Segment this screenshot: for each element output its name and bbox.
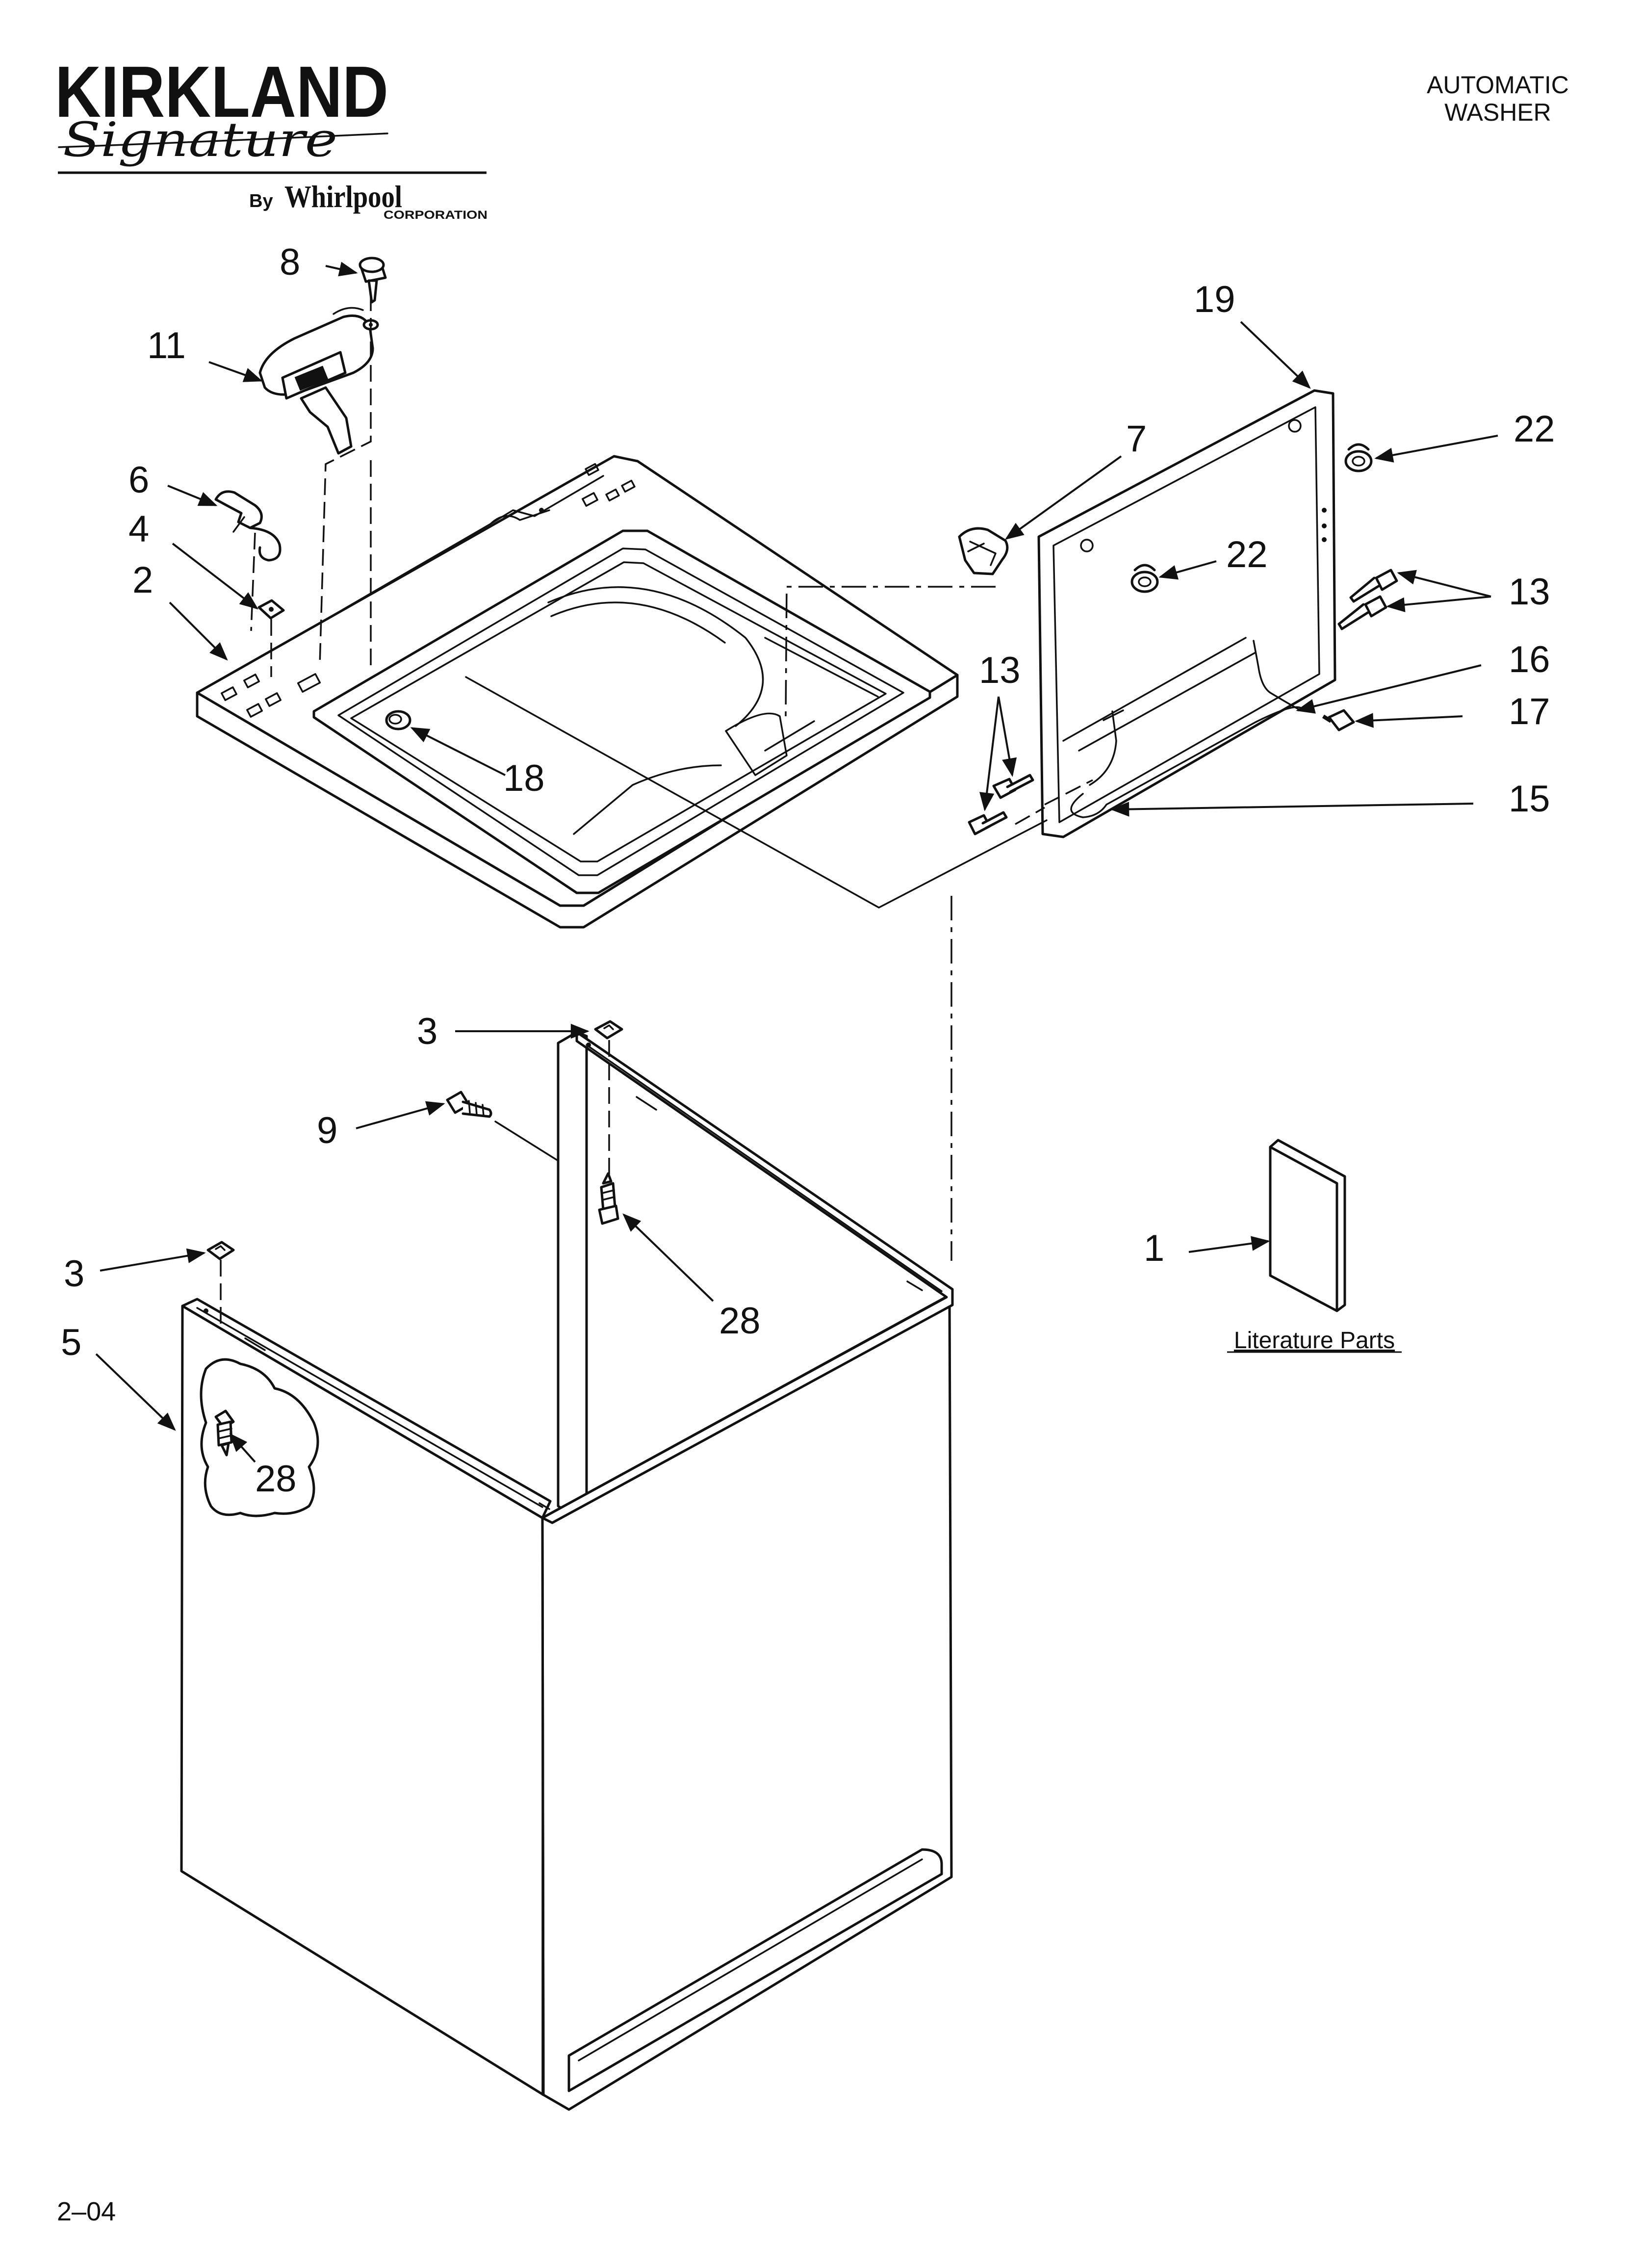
callout-19: 19 <box>1194 279 1235 320</box>
callout-11: 11 <box>147 325 186 366</box>
signature-swash <box>58 132 388 148</box>
part-1-literature <box>1269 1139 1346 1312</box>
callout-9: 9 <box>317 1110 337 1151</box>
callout-13-left: 13 <box>979 650 1021 691</box>
literature-parts-label: Literature Parts <box>1234 1328 1395 1354</box>
callout-8: 8 <box>280 241 300 283</box>
part-5-cabinet <box>180 1031 954 2111</box>
brand-wordmark: KIRKLAND <box>55 52 388 132</box>
callout-5: 5 <box>61 1322 81 1363</box>
part-18-bumper <box>385 710 411 730</box>
corporation-label: CORPORATION <box>384 209 487 222</box>
callout-13-right: 13 <box>1509 571 1550 613</box>
by-label: By <box>249 191 273 211</box>
part-22-bumper-lower <box>1130 564 1159 593</box>
callout-22-lower: 22 <box>1226 534 1268 575</box>
callout-2: 2 <box>132 559 153 601</box>
part-3-clip-lower <box>206 1241 235 1260</box>
callout-18: 18 <box>503 757 545 799</box>
top-panel <box>196 455 959 929</box>
part-9-screw <box>446 1091 492 1118</box>
cabinet-cutaway <box>200 1358 319 1517</box>
leader-lines <box>95 261 1498 1463</box>
part-13-screws-right <box>1337 569 1398 630</box>
callout-3-upper: 3 <box>417 1011 437 1052</box>
part-6-clip <box>214 490 282 562</box>
callout-22-upper: 22 <box>1514 408 1555 450</box>
whirlpool-wordmark: Whirlpool <box>284 179 402 214</box>
callout-4: 4 <box>128 508 149 550</box>
part-13-screws-left <box>968 774 1034 835</box>
part-28-screw-upper <box>598 1172 619 1225</box>
product-title-line1: AUTOMATIC <box>1427 71 1569 99</box>
part-3-clip-upper <box>594 1020 623 1040</box>
callout-1: 1 <box>1144 1227 1164 1269</box>
brand-logo: KIRKLAND Signature By Whirlpool CORPORAT… <box>55 52 487 222</box>
part-7-hinge <box>958 527 1009 575</box>
brand-signature-script: Signature <box>63 112 337 167</box>
construction-lines <box>220 294 1093 1325</box>
part-22-bumper-upper <box>1344 443 1373 472</box>
callout-17: 17 <box>1509 691 1550 732</box>
part-4-nut <box>257 599 285 620</box>
part-11-lid-switch <box>258 307 374 455</box>
page-code: 2–04 <box>57 2197 116 2226</box>
callout-6: 6 <box>128 459 149 501</box>
callout-7: 7 <box>1126 418 1147 460</box>
part-19-lid <box>1037 389 1336 838</box>
callout-28-lower: 28 <box>255 1458 297 1500</box>
product-title-line2: WASHER <box>1444 99 1551 126</box>
callout-3-lower: 3 <box>64 1253 84 1295</box>
callout-15: 15 <box>1509 778 1550 820</box>
callout-16: 16 <box>1509 639 1550 680</box>
part-17-nut <box>1322 709 1355 731</box>
callout-28-upper: 28 <box>719 1300 761 1342</box>
callout-numbers: 8 11 6 4 2 18 7 19 22 22 13 13 16 17 15 … <box>61 241 1555 1500</box>
